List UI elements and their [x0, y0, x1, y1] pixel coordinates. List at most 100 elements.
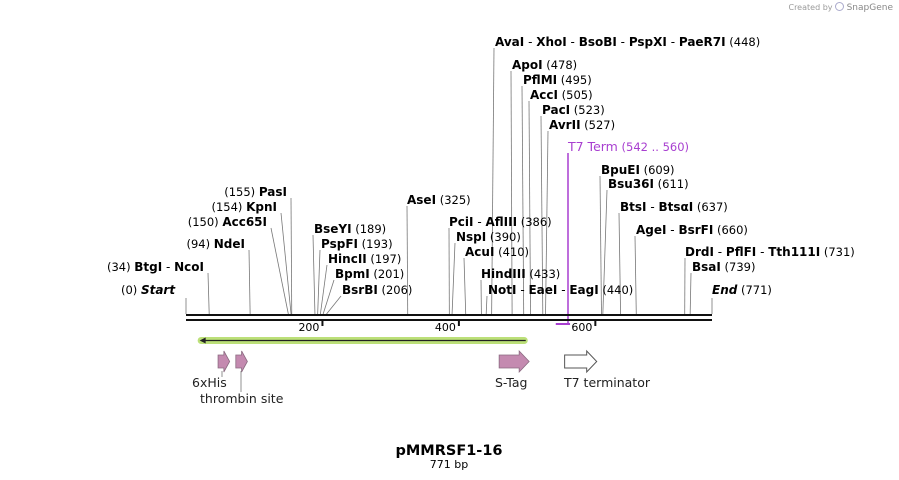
site-bseyi[interactable]: BseYI (189) [314, 222, 386, 236]
site-leader [545, 130, 549, 315]
enzyme-name: AccI [530, 88, 558, 102]
site-btgi[interactable]: (34) BtgI - NcoI [107, 260, 204, 274]
end-text: End [712, 283, 738, 297]
site-leader [510, 70, 513, 315]
enzyme-name: ApoI [512, 58, 543, 72]
scale-tick-label: 600 [571, 321, 592, 334]
site-hincii[interactable]: HincII (197) [328, 252, 401, 266]
site-bsu36i[interactable]: Bsu36I (611) [608, 177, 689, 191]
feature-thrombin-site[interactable]: thrombin site [200, 350, 284, 406]
site-acui[interactable]: AcuI (410) [465, 245, 529, 259]
enzyme-name: NspI [456, 230, 486, 244]
feature-6xhis[interactable]: 6xHis [192, 350, 231, 390]
site-position: (660) [713, 223, 748, 237]
site-label: Bsu36I (611) [608, 177, 689, 191]
site-leader [290, 197, 293, 315]
site-noti[interactable]: NotI - EaeI - EagI (440) [488, 283, 633, 297]
feature-arrow-icon [217, 350, 231, 373]
enzyme-name: HindIII [481, 267, 526, 281]
site-separator: - [756, 245, 768, 259]
enzyme-name: Bsu36I [608, 177, 654, 191]
site-leader [248, 249, 251, 315]
site-asei[interactable]: AseI (325) [407, 193, 471, 207]
site-label: BtsI - BtsαI (637) [620, 200, 728, 214]
site-bsrbi[interactable]: BsrBI (206) [342, 283, 412, 297]
site-kpni[interactable]: (154) KpnI [212, 200, 278, 214]
scale-tick-label: 400 [435, 321, 456, 334]
start-position: (0) [121, 283, 141, 297]
t7-term-site[interactable]: T7 Term (542 .. 560) [555, 139, 689, 325]
site-separator: - [517, 283, 529, 297]
site-label: (154) KpnI [212, 200, 278, 214]
site-apoi[interactable]: ApoI (478) [512, 58, 577, 72]
site-hindiii[interactable]: HindIII (433) [481, 267, 560, 281]
site-drdi[interactable]: DrdI - PflFI - Tth111I (731) [685, 245, 855, 259]
site-bsai[interactable]: BsaI (739) [692, 260, 755, 274]
enzyme-name: EagI [569, 283, 598, 297]
site-leader [317, 249, 321, 315]
site-label: AseI (325) [407, 193, 471, 207]
site-position: (94) [186, 237, 213, 251]
site-position: (193) [358, 237, 393, 251]
enzyme-name: AflIII [485, 215, 517, 229]
site-bpuei[interactable]: BpuEI (609) [601, 163, 675, 177]
site-separator: - [667, 35, 679, 49]
enzyme-name: BsrBI [342, 283, 378, 297]
site-label: AgeI - BsrFI (660) [636, 223, 748, 237]
site-label: ApoI (478) [512, 58, 577, 72]
orf-arrow[interactable] [197, 337, 528, 344]
site-leader [280, 212, 292, 315]
site-leader [491, 47, 495, 315]
enzyme-name: AgeI [636, 223, 666, 237]
site-separator: - [647, 200, 659, 214]
site-leader [634, 235, 637, 315]
site-leader [689, 272, 692, 315]
enzyme-name: Tth111I [768, 245, 820, 259]
site-label: BpmI (201) [335, 267, 404, 281]
feature-label: S-Tag [495, 375, 527, 390]
site-label: BsrBI (206) [342, 283, 412, 297]
feature-s-tag[interactable]: S-Tag [495, 350, 530, 390]
map-title: pMMRSF1-16 [395, 443, 502, 459]
enzyme-name: EaeI [528, 283, 557, 297]
site-leader [463, 257, 467, 315]
site-pcii[interactable]: PciI - AflIII (386) [449, 215, 552, 229]
site-label: AvrII (527) [549, 118, 615, 132]
enzyme-name: BtsαI [658, 200, 693, 214]
site-position: (189) [352, 222, 387, 236]
site-paci[interactable]: PacI (523) [542, 103, 605, 117]
site-label: BpuEI (609) [601, 163, 675, 177]
enzyme-name: KpnI [246, 200, 277, 214]
t7-term-name: T7 Term [567, 139, 618, 154]
site-leader [521, 85, 525, 315]
feature-label: thrombin site [200, 391, 284, 406]
site-position: (410) [494, 245, 529, 259]
site-position: (197) [367, 252, 402, 266]
site-pspfi[interactable]: PspFI (193) [321, 237, 393, 251]
site-nspi[interactable]: NspI (390) [456, 230, 521, 244]
site-bpmi[interactable]: BpmI (201) [335, 267, 404, 281]
site-position: (611) [654, 177, 689, 191]
enzyme-name: NotI [488, 283, 517, 297]
site-position: (609) [640, 163, 675, 177]
enzyme-name: PflMI [523, 73, 557, 87]
site-separator: - [162, 260, 174, 274]
site-leader [406, 205, 409, 315]
site-agei[interactable]: AgeI - BsrFI (660) [636, 223, 748, 237]
feature-t7-terminator[interactable]: T7 terminator [563, 349, 651, 390]
site-position: (150) [188, 215, 223, 229]
enzyme-name: PasI [259, 185, 287, 199]
site-ndei[interactable]: (94) NdeI [186, 237, 245, 251]
site-avrii[interactable]: AvrII (527) [549, 118, 615, 132]
site-position: (201) [370, 267, 405, 281]
site-avai[interactable]: AvaI - XhoI - BsoBI - PspXI - PaeR7I (44… [495, 35, 760, 49]
site-acc65i[interactable]: (150) Acc65I [188, 215, 267, 229]
site-leader-lines [185, 47, 713, 315]
site-pflmi[interactable]: PflMI (495) [523, 73, 592, 87]
site-position: (637) [693, 200, 728, 214]
site-btsi[interactable]: BtsI - BtsαI (637) [620, 200, 728, 214]
site-acci[interactable]: AccI (505) [530, 88, 593, 102]
site-pasi[interactable]: (155) PasI [224, 185, 287, 199]
enzyme-name: PspXI [629, 35, 667, 49]
